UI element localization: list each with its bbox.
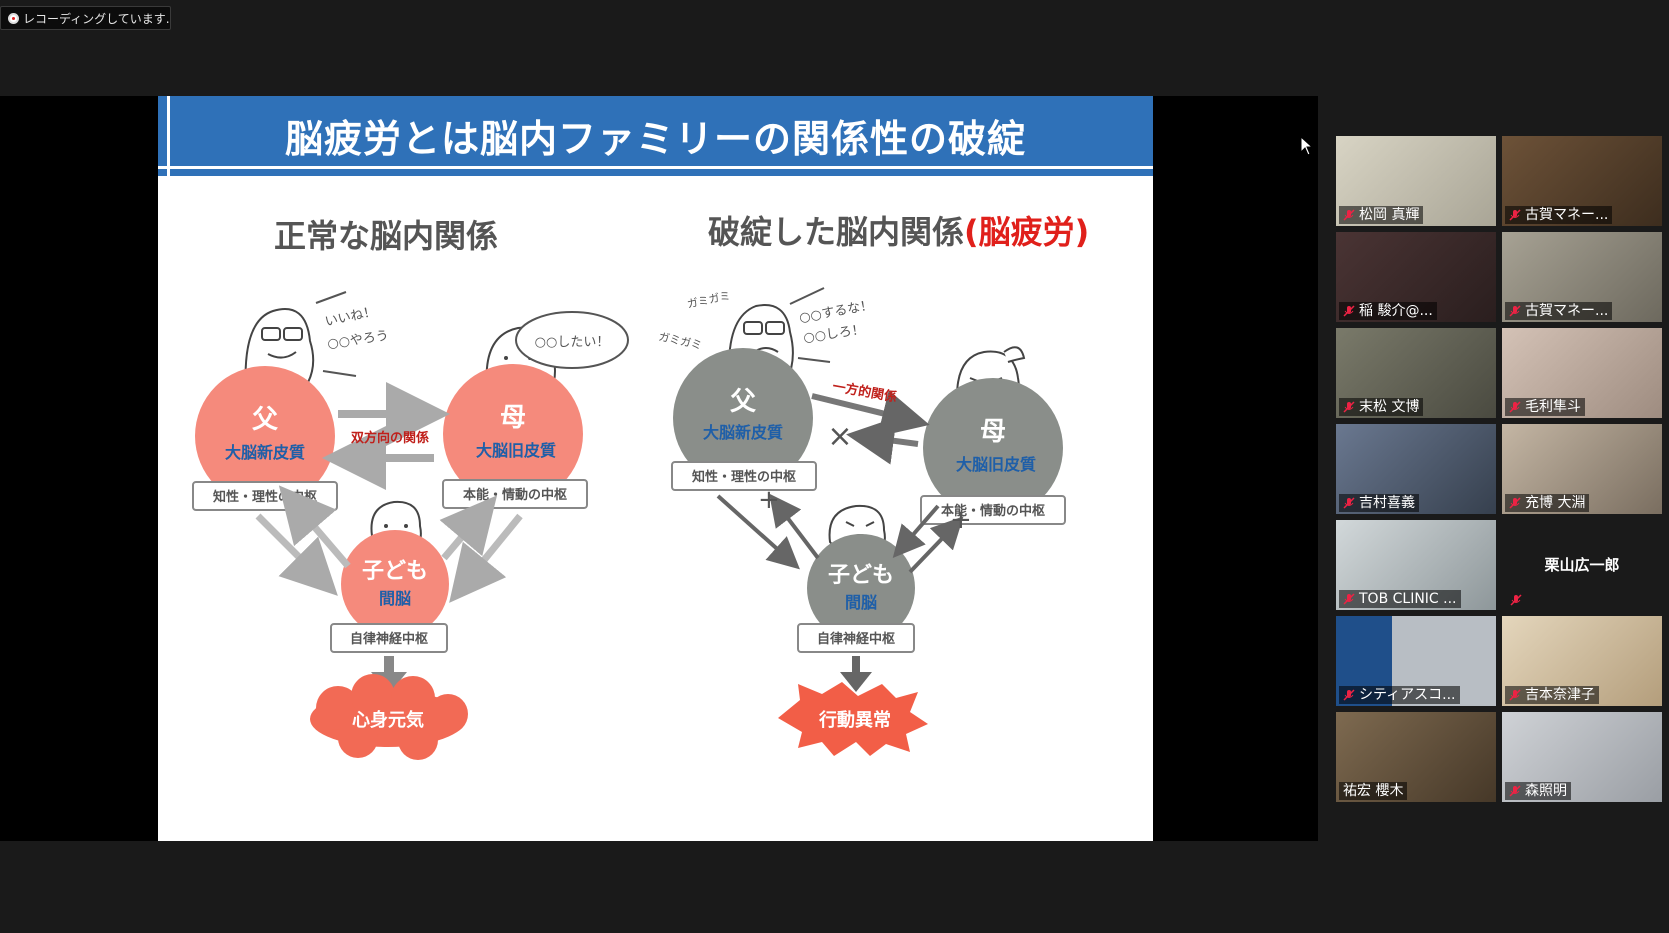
presentation-slide: 脳疲労とは脳内ファミリーの関係性の破綻 正常な脳内関係 破綻した脳内関係(脳疲労… xyxy=(158,96,1153,841)
mic-muted-icon xyxy=(1343,305,1355,317)
participant-tile[interactable]: 祐宏 櫻木 xyxy=(1336,712,1496,802)
participant-name: 末松 文博 xyxy=(1359,399,1420,415)
recording-label: レコーディングしています... xyxy=(23,12,171,26)
right-heading-main: 破綻した脳内関係 xyxy=(708,213,965,251)
left-mother-circle xyxy=(443,364,583,504)
left-mother-box: 本能・情動の中枢 xyxy=(463,487,567,503)
right-child-circle xyxy=(807,534,915,642)
left-result-cloud xyxy=(310,674,468,760)
left-father-label: 父 xyxy=(252,405,279,435)
mouse-cursor-icon xyxy=(1300,136,1314,156)
left-father-sub: 大脳新皮質 xyxy=(225,443,305,462)
shared-screen: 脳疲労とは脳内ファミリーの関係性の破綻 正常な脳内関係 破綻した脳内関係(脳疲労… xyxy=(0,96,1318,841)
participant-tile[interactable]: 森照明 xyxy=(1502,712,1662,802)
right-child-label: 子ども xyxy=(828,563,894,588)
left-mother-bubble xyxy=(515,311,629,369)
participant-name: 稲 駿介@... xyxy=(1359,303,1433,319)
right-father-box: 知性・理性の中枢 xyxy=(692,469,796,485)
header-decoration xyxy=(167,96,170,176)
participant-name: 古賀マネー... xyxy=(1525,207,1609,223)
participant-name: 栗山広一郎 xyxy=(1544,556,1620,574)
slide-title: 脳疲労とは脳内ファミリーの関係性の破綻 xyxy=(284,117,1026,161)
left-child-sub: 間脳 xyxy=(379,589,411,608)
participant-tile[interactable]: 古賀マネー... xyxy=(1502,232,1662,322)
participant-tile[interactable]: 松岡 真輝 xyxy=(1336,136,1496,226)
mic-muted-icon xyxy=(1343,689,1355,701)
right-mother-label: 母 xyxy=(980,417,1006,447)
right-result-burst xyxy=(778,682,928,756)
participant-name: 祐宏 櫻木 xyxy=(1343,783,1404,799)
right-bubble-1b: ○○しろ！ xyxy=(802,323,865,346)
brain-family-diagram: 父 大脳新皮質 知性・理性の中枢 いいね！ ○○やろう ○○したい！ 母 大脳旧… xyxy=(192,287,1066,760)
mic-muted-icon xyxy=(1509,497,1521,509)
recording-indicator[interactable]: レコーディングしています... xyxy=(0,6,171,30)
mic-muted-icon xyxy=(1509,401,1521,413)
participant-name: 吉村喜義 xyxy=(1359,495,1415,511)
participant-name: 吉本奈津子 xyxy=(1525,687,1595,703)
left-bubble-1: いいね！ xyxy=(324,304,378,329)
participant-tile[interactable]: 稲 駿介@... xyxy=(1336,232,1496,322)
participant-name: 毛利隼斗 xyxy=(1525,399,1581,415)
participant-name: 松岡 真輝 xyxy=(1359,207,1420,223)
header-underline xyxy=(158,166,1153,169)
right-heading-red: (脳疲労) xyxy=(964,213,1090,251)
slide-header: 脳疲労とは脳内ファミリーの関係性の破綻 xyxy=(158,96,1153,176)
mic-muted-icon xyxy=(1343,401,1355,413)
right-x-mark-2: + xyxy=(758,485,780,515)
right-x-mark-3: + xyxy=(950,505,972,535)
left-child-label: 子ども xyxy=(362,559,428,584)
right-scold-1: ガミガミ xyxy=(686,289,732,311)
left-father-box: 知性・理性の中枢 xyxy=(213,489,317,505)
participant-name: 古賀マネー... xyxy=(1525,303,1609,319)
right-x-mark-1: × xyxy=(827,419,852,454)
left-mother-sub: 大脳旧皮質 xyxy=(476,441,556,460)
mic-muted-icon xyxy=(1509,785,1521,797)
record-icon xyxy=(8,13,19,24)
left-bubble-1b: ○○やろう xyxy=(326,329,389,352)
right-scold-2: ガミガミ xyxy=(657,330,703,352)
participant-tile[interactable]: 吉村喜義 xyxy=(1336,424,1496,514)
right-mother-box: 本能・情動の中枢 xyxy=(941,503,1045,519)
left-mother-label: 母 xyxy=(500,403,526,433)
left-result: 心身元気 xyxy=(352,709,424,731)
right-child-box: 自律神経中枢 xyxy=(817,631,895,647)
mic-muted-icon xyxy=(1510,594,1522,606)
participant-name: 森照明 xyxy=(1525,783,1567,799)
participant-tile[interactable]: TOB CLINIC ... xyxy=(1336,520,1496,610)
left-child-circle xyxy=(341,530,449,638)
right-child-sub: 間脳 xyxy=(845,593,877,612)
participant-gallery: 松岡 真輝 古賀マネー... 稲 駿介@... 古賀マネー... 末松 文博 xyxy=(1318,96,1669,841)
left-relation: 双方向の関係 xyxy=(351,430,429,446)
participant-name: 充博 大淵 xyxy=(1525,495,1586,511)
participant-tile[interactable]: シティアスコ... xyxy=(1336,616,1496,706)
right-father-label: 父 xyxy=(730,387,757,417)
mic-muted-icon xyxy=(1509,689,1521,701)
right-mother-circle xyxy=(923,378,1063,518)
participant-tile[interactable]: 吉本奈津子 xyxy=(1502,616,1662,706)
mic-muted-icon xyxy=(1343,497,1355,509)
right-result: 行動異常 xyxy=(818,709,891,731)
participant-tile[interactable]: 毛利隼斗 xyxy=(1502,328,1662,418)
participant-name: シティアスコ... xyxy=(1359,687,1456,703)
mic-muted-icon xyxy=(1509,209,1521,221)
left-father-circle xyxy=(195,366,335,506)
participant-tile[interactable]: 栗山広一郎 xyxy=(1502,520,1662,610)
left-heading: 正常な脳内関係 xyxy=(274,217,499,255)
right-father-circle xyxy=(673,348,813,488)
participant-tile[interactable]: 充博 大淵 xyxy=(1502,424,1662,514)
right-father-sub: 大脳新皮質 xyxy=(703,423,783,442)
mic-muted-icon xyxy=(1509,305,1521,317)
right-heading: 破綻した脳内関係(脳疲労) xyxy=(708,207,1089,253)
participant-tile[interactable]: 末松 文博 xyxy=(1336,328,1496,418)
left-child-box: 自律神経中枢 xyxy=(350,631,428,647)
mic-muted-icon xyxy=(1343,209,1355,221)
participant-tile[interactable]: 古賀マネー... xyxy=(1502,136,1662,226)
right-mother-sub: 大脳旧皮質 xyxy=(956,455,1036,474)
mic-muted-icon xyxy=(1343,593,1355,605)
left-bubble-2: ○○したい！ xyxy=(535,335,610,350)
participant-name: TOB CLINIC ... xyxy=(1359,591,1457,607)
